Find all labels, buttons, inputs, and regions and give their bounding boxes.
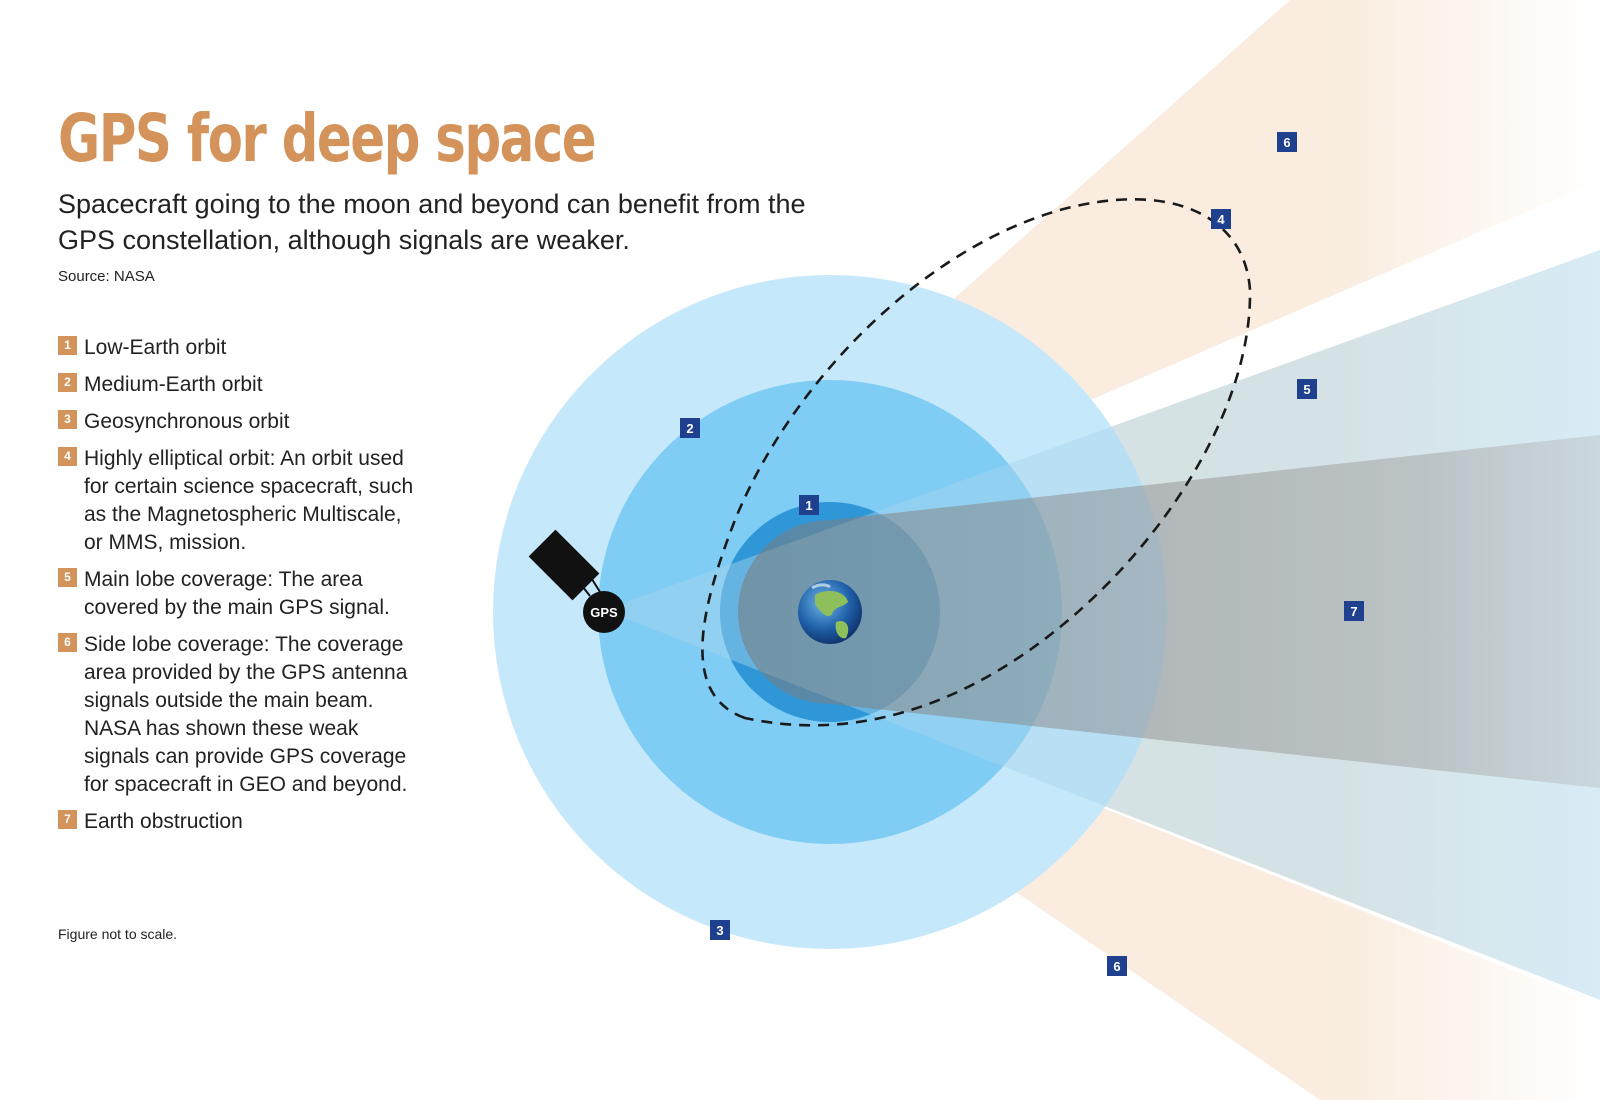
svg-text:7: 7: [1350, 604, 1357, 619]
legend-number-badge: 7: [58, 810, 77, 829]
legend-number-badge: 2: [58, 373, 77, 392]
earth-obstruction: [738, 435, 1600, 788]
legend-item-side-lobe-coverage: 6 Side lobe coverage: The coverage area …: [58, 631, 418, 799]
subtitle: Spacecraft going to the moon and beyond …: [58, 189, 806, 255]
svg-text:5: 5: [1303, 382, 1310, 397]
legend-text: Highly elliptical orbit: An orbit used f…: [84, 447, 414, 554]
legend-item-highly-elliptical-orbit: 4 Highly elliptical orbit: An orbit used…: [58, 445, 418, 557]
legend-item-main-lobe-coverage: 5 Main lobe coverage: The area covered b…: [58, 566, 418, 622]
legend-number-badge: 3: [58, 410, 77, 429]
legend-text: Earth obstruction: [84, 810, 243, 833]
legend-text: Low-Earth orbit: [84, 336, 227, 359]
page-title: GPS for deep space: [58, 100, 597, 177]
earth-icon: [798, 580, 862, 644]
legend-text: Side lobe coverage: The coverage area pr…: [84, 633, 408, 796]
marker-5: 5: [1297, 379, 1317, 399]
svg-text:1: 1: [805, 498, 812, 513]
source-credit: Source: NASA: [58, 268, 155, 285]
svg-text:2: 2: [686, 421, 693, 436]
legend-text: Geosynchronous orbit: [84, 410, 290, 433]
legend: 1 Low-Earth orbit 2 Medium-Earth orbit 3…: [58, 334, 418, 845]
marker-3: 3: [710, 920, 730, 940]
legend-number-badge: 5: [58, 568, 77, 587]
svg-text:6: 6: [1283, 135, 1290, 150]
legend-item-low-earth-orbit: 1 Low-Earth orbit: [58, 334, 418, 362]
legend-text: Medium-Earth orbit: [84, 373, 263, 396]
legend-item-geosynchronous-orbit: 3 Geosynchronous orbit: [58, 408, 418, 436]
legend-number-badge: 6: [58, 633, 77, 652]
legend-number-badge: 4: [58, 447, 77, 466]
marker-6-lower: 6: [1107, 956, 1127, 976]
marker-2: 2: [680, 418, 700, 438]
scale-note: Figure not to scale.: [58, 926, 178, 942]
marker-1: 1: [799, 495, 819, 515]
legend-item-medium-earth-orbit: 2 Medium-Earth orbit: [58, 371, 418, 399]
legend-number-badge: 1: [58, 336, 77, 355]
marker-6-upper: 6: [1277, 132, 1297, 152]
marker-7: 7: [1344, 601, 1364, 621]
marker-4: 4: [1211, 209, 1231, 229]
gps-satellite-icon: [528, 529, 625, 633]
svg-text:4: 4: [1217, 212, 1225, 227]
svg-text:6: 6: [1113, 959, 1120, 974]
svg-text:3: 3: [716, 923, 723, 938]
legend-item-earth-obstruction: 7 Earth obstruction: [58, 808, 418, 836]
gps-satellite-label: GPS: [590, 605, 618, 620]
legend-text: Main lobe coverage: The area covered by …: [84, 568, 390, 619]
